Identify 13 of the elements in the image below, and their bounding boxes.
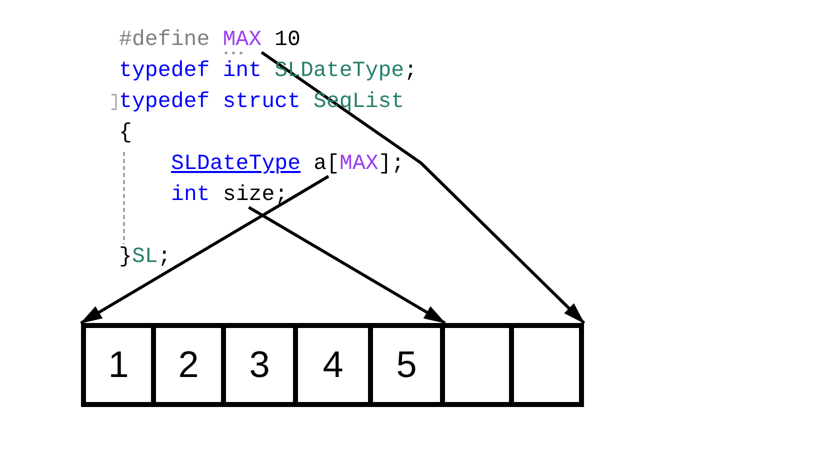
- cell-number: 5: [396, 345, 417, 385]
- code-line: SLDateType a[MAX];: [171, 152, 404, 176]
- arrow: [260, 51, 586, 324]
- cell-number: 1: [108, 345, 129, 385]
- code-line: }SL;: [119, 245, 171, 270]
- cell-number: 3: [249, 345, 270, 385]
- cell-number: 4: [322, 345, 344, 385]
- code-line: int size;: [171, 183, 288, 208]
- arrow: [248, 206, 446, 324]
- code-line: #define MAX 10: [119, 28, 300, 52]
- arrow: [80, 175, 330, 324]
- cell-number: 2: [178, 345, 199, 385]
- code-line: {: [119, 121, 132, 146]
